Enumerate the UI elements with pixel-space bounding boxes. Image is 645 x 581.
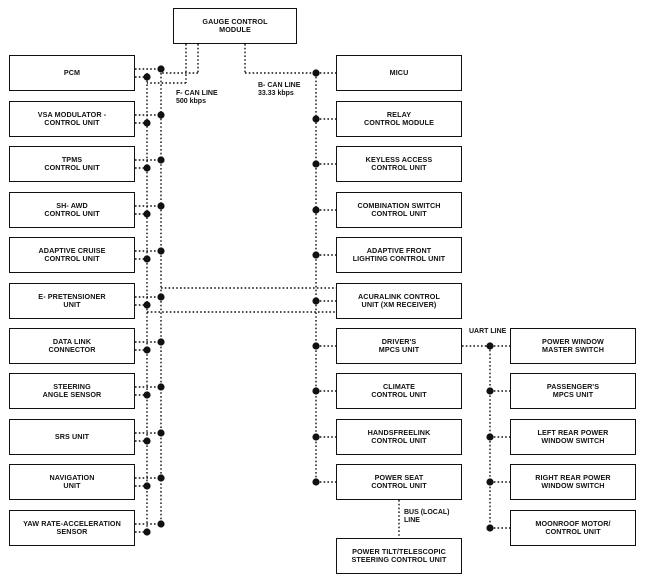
yaw-rate-acceleration-sensor-box: YAW RATE-ACCELERATION SENSOR [9, 510, 135, 546]
f-can-junction-dot [157, 247, 165, 255]
micu-box: MICU [336, 55, 462, 91]
b-can-junction-dot [312, 206, 320, 214]
moonroof-motor-control-unit-box: MOONROOF MOTOR/ CONTROL UNIT [510, 510, 636, 546]
f-can-junction-dot [143, 301, 151, 309]
f-can-junction-dot [143, 255, 151, 263]
b-can-junction-dot [312, 69, 320, 77]
uart-junction-dot [486, 433, 494, 441]
passengers-mpcs-unit-box: PASSENGER'S MPCS UNIT [510, 373, 636, 409]
f-can-junction-dot [143, 482, 151, 490]
f-can-junction-dot [143, 346, 151, 354]
f-can-junction-dot [157, 520, 165, 528]
uart-junction-dot [486, 342, 494, 350]
uart-line-label: UART LINE [469, 328, 507, 335]
drivers-mpcs-unit-box: DRIVER'S MPCS UNIT [336, 328, 462, 364]
b-can-junction-dot [312, 433, 320, 441]
f-can-junction-dot [157, 293, 165, 301]
climate-control-unit-box: CLIMATE CONTROL UNIT [336, 373, 462, 409]
adaptive-front-lighting-control-unit-box: ADAPTIVE FRONT LIGHTING CONTROL UNIT [336, 237, 462, 273]
b-can-junction-dot [312, 251, 320, 259]
navigation-unit-box: NAVIGATION UNIT [9, 464, 135, 500]
f-can-junction-dot [143, 73, 151, 81]
b-can-junction-dot [312, 115, 320, 123]
power-tilt-telescopic-steering-control-unit-box: POWER TILT/TELESCOPIC STEERING CONTROL U… [336, 538, 462, 574]
acuralink-control-unit-box: ACURALINK CONTROL UNIT (XM RECEIVER) [336, 283, 462, 319]
power-window-master-switch-box: POWER WINDOW MASTER SWITCH [510, 328, 636, 364]
srs-unit-box: SRS UNIT [9, 419, 135, 455]
b-can-line-label: B- CAN LINE 33.33 kbps [258, 82, 301, 97]
keyless-access-control-unit-box: KEYLESS ACCESS CONTROL UNIT [336, 146, 462, 182]
b-can-junction-dot [312, 342, 320, 350]
f-can-junction-dot [143, 391, 151, 399]
gauge-control-module-box: GAUGE CONTROL MODULE [173, 8, 297, 44]
adaptive-cruise-control-unit-box: ADAPTIVE CRUISE CONTROL UNIT [9, 237, 135, 273]
f-can-junction-dot [143, 210, 151, 218]
f-can-junction-dot [157, 65, 165, 73]
handsfreelink-control-unit-box: HANDSFREELINK CONTROL UNIT [336, 419, 462, 455]
b-can-junction-dot [312, 478, 320, 486]
bus-local-line-label: BUS (LOCAL) LINE [404, 509, 450, 524]
sh-awd-control-unit-box: SH- AWD CONTROL UNIT [9, 192, 135, 228]
uart-junction-dot [486, 478, 494, 486]
f-can-junction-dot [157, 474, 165, 482]
pcm-box: PCM [9, 55, 135, 91]
b-can-junction-dot [312, 297, 320, 305]
f-can-line-label: F- CAN LINE 500 kbps [176, 90, 218, 105]
right-rear-power-window-switch-box: RIGHT REAR POWER WINDOW SWITCH [510, 464, 636, 500]
data-link-connector-box: DATA LINK CONNECTOR [9, 328, 135, 364]
f-can-junction-dot [157, 111, 165, 119]
b-can-junction-dot [312, 160, 320, 168]
f-can-junction-dot [143, 119, 151, 127]
e-pretensioner-unit-box: E- PRETENSIONER UNIT [9, 283, 135, 319]
combination-switch-control-unit-box: COMBINATION SWITCH CONTROL UNIT [336, 192, 462, 228]
relay-control-module-box: RELAY CONTROL MODULE [336, 101, 462, 137]
uart-junction-dot [486, 524, 494, 532]
f-can-junction-dot [157, 156, 165, 164]
uart-junction-dot [486, 387, 494, 395]
f-can-junction-dot [157, 202, 165, 210]
steering-angle-sensor-box: STEERING ANGLE SENSOR [9, 373, 135, 409]
f-can-junction-dot [157, 383, 165, 391]
vsa-modulator-control-unit-box: VSA MODULATOR - CONTROL UNIT [9, 101, 135, 137]
f-can-junction-dot [143, 437, 151, 445]
f-can-junction-dot [143, 528, 151, 536]
power-seat-control-unit-box: POWER SEAT CONTROL UNIT [336, 464, 462, 500]
f-can-junction-dot [157, 429, 165, 437]
f-can-junction-dot [143, 164, 151, 172]
left-rear-power-window-switch-box: LEFT REAR POWER WINDOW SWITCH [510, 419, 636, 455]
f-can-junction-dot [157, 338, 165, 346]
tpms-control-unit-box: TPMS CONTROL UNIT [9, 146, 135, 182]
b-can-junction-dot [312, 387, 320, 395]
